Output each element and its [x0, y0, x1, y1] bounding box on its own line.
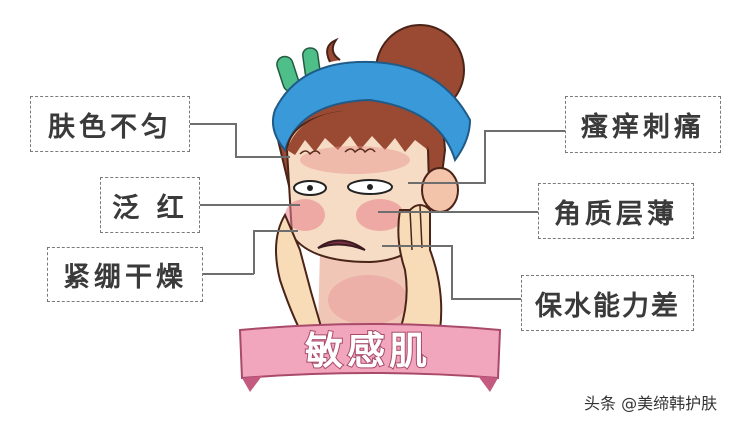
connector-water-retention	[382, 245, 452, 247]
connector-skin-tone	[235, 123, 237, 157]
label-poor-water-retention: 保水能力差	[521, 275, 694, 331]
connector-redness	[200, 204, 300, 206]
connector-tightness	[253, 230, 298, 232]
banner-title: 敏感肌	[304, 328, 431, 374]
connector-tightness	[253, 230, 255, 274]
connector-itching	[484, 130, 486, 183]
connector-tightness	[203, 273, 254, 275]
label-thin-stratum-corneum: 角质层薄	[538, 183, 694, 239]
label-redness: 泛 红	[100, 177, 200, 233]
label-text: 保水能力差	[535, 290, 680, 322]
watermark: 头条 @美缔韩护肤	[584, 394, 718, 413]
label-text: 肤色不匀	[48, 111, 172, 143]
label-text: 角质层薄	[554, 198, 678, 230]
label-text: 泛 红	[112, 192, 188, 224]
connector-thin-stratum	[378, 211, 538, 213]
connector-itching	[485, 130, 565, 132]
connector-water-retention	[451, 245, 453, 299]
label-uneven-skin-tone: 肤色不匀	[30, 96, 190, 152]
label-tightness-dryness: 紧绷干燥	[47, 247, 203, 302]
label-text: 紧绷干燥	[63, 262, 187, 293]
connector-skin-tone	[235, 156, 290, 158]
label-itching-stinging: 瘙痒刺痛	[565, 96, 721, 153]
connector-skin-tone	[190, 123, 236, 125]
label-text: 瘙痒刺痛	[581, 112, 705, 143]
connector-itching	[408, 182, 486, 184]
connector-water-retention	[451, 298, 521, 300]
